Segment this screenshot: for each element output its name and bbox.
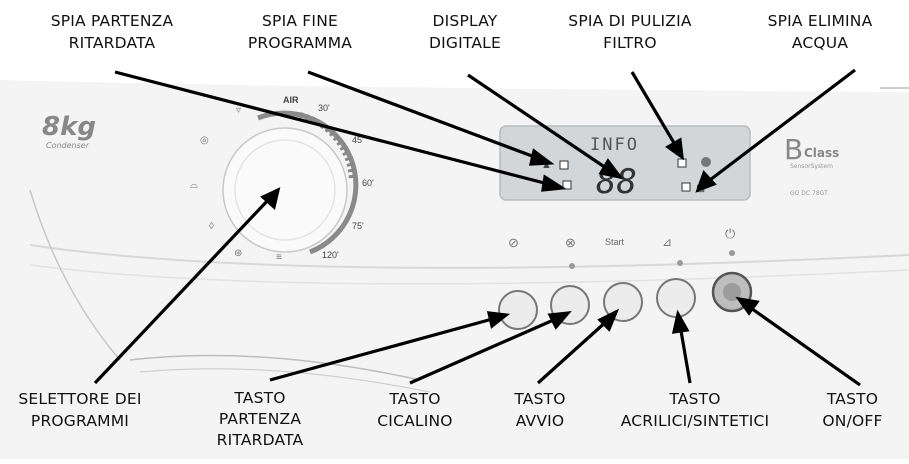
- panel-bottom-swoosh: [129, 354, 421, 381]
- leader-acrilici: [678, 324, 692, 384]
- led-end-program: [559, 160, 569, 170]
- dial-mark-45: 45': [352, 135, 364, 145]
- arrow-display: [598, 158, 624, 180]
- dial-icon-drop: ◊: [209, 221, 214, 232]
- leader-acqua: [705, 68, 856, 185]
- indicator-dot-power: [729, 250, 735, 256]
- arrow-avvio: [597, 308, 620, 332]
- leader-onoff: [747, 304, 861, 387]
- synthetic-button[interactable]: [656, 278, 696, 318]
- display-window: INFO 88 ▲ ◔ ⊠: [499, 125, 751, 202]
- arrow-partenza-ritardata: [486, 311, 511, 329]
- led-empty-water: [681, 182, 691, 192]
- arrow-spia-fine: [528, 148, 555, 166]
- leader-lines: [93, 68, 861, 387]
- synthetic-button-icon: ⊿: [662, 235, 672, 249]
- brand-letter: B: [784, 133, 803, 166]
- dial-mark-75: 75': [352, 221, 364, 231]
- dial-mark-air: AIR: [283, 95, 299, 105]
- dial-knob-inner: [234, 139, 336, 241]
- leader-selettore: [93, 196, 272, 385]
- brand-word: Class: [804, 146, 839, 160]
- power-button-icon: ⏻: [725, 226, 735, 241]
- start-button-icon-label: Start: [605, 237, 625, 247]
- dial-icon-shirt: ▿: [236, 105, 241, 116]
- leader-display: [467, 73, 613, 174]
- dial-mark-60: 60': [362, 178, 374, 188]
- capacity-sub-label: Condenser: [46, 141, 90, 150]
- end-program-icon: ▲: [541, 159, 552, 171]
- dial-mark-120: 120': [322, 250, 339, 260]
- arrow-selettore: [260, 187, 281, 211]
- panel-bottom-swoosh-2: [139, 368, 431, 393]
- dial-knob: [222, 127, 348, 253]
- led-delayed-start: [562, 180, 572, 190]
- dial-ring-arc-inner: [299, 112, 355, 181]
- leader-avvio: [536, 318, 610, 385]
- dial-icon-dry-plus: ◎: [200, 135, 209, 146]
- arrow-cicalino: [547, 310, 572, 330]
- arrow-filtro: [665, 137, 685, 161]
- delayed-start-button-icon: ⊘: [508, 235, 519, 250]
- indicator-dot-synthetic: [677, 260, 683, 266]
- dial-icon-basin: ⌓: [190, 180, 198, 191]
- panel-lower-curve: [29, 244, 909, 269]
- dial-mark-30: 30': [318, 103, 330, 113]
- leader-spia-fine: [307, 70, 541, 161]
- brand-sub: SensorSystem: [790, 163, 833, 170]
- arrow-acrilici: [671, 309, 690, 334]
- buzzer-button-icon: ⊗: [565, 235, 576, 250]
- panel-left-edge: [29, 189, 121, 361]
- power-button-center: [723, 283, 741, 301]
- arrow-spia-partenza: [541, 174, 567, 192]
- dial-icon-iron: ≡: [276, 252, 282, 263]
- leader-cicalino: [409, 316, 559, 385]
- dial-icon-sheep: ⊛: [234, 248, 242, 259]
- arrow-onoff: [735, 296, 760, 316]
- led-filter-clean: [677, 158, 687, 168]
- filter-indicator-dot: [701, 157, 711, 167]
- leader-spia-partenza: [114, 70, 553, 187]
- display-info-text: INFO: [590, 135, 639, 155]
- indicator-dot-buzzer: [569, 263, 575, 269]
- model-label: GO DC 78GT: [790, 190, 828, 197]
- program-dial[interactable]: AIR 30' 45' 60' 75' 120' ▿ ◎ ⌓ ◊ ⊛ ≡: [190, 95, 374, 263]
- arrow-acqua: [695, 169, 717, 193]
- delayed-start-button[interactable]: [498, 290, 538, 330]
- buttons-row: ⊘ ⊗ Start ⊿ ⏻: [498, 226, 753, 330]
- leader-partenza-ritardata: [269, 316, 497, 382]
- capacity-label: 8kg: [42, 112, 96, 142]
- leader-filtro: [630, 71, 679, 149]
